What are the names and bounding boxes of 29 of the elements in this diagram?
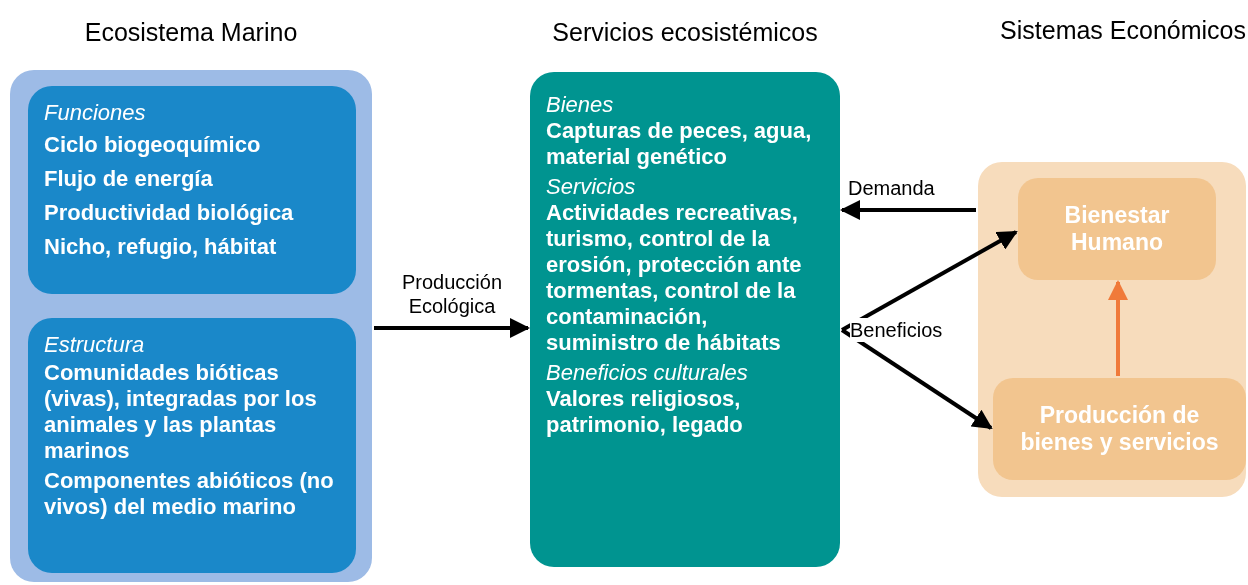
section-heading: Bienes (546, 92, 615, 118)
list-item: Productividad biológica (44, 199, 295, 227)
column-heading: Ecosistema Marino (84, 17, 298, 48)
list-item: Comunidades bióticas (vivas), integradas por los animales y las plantas marinos (44, 360, 318, 464)
arrow (1108, 280, 1128, 376)
section-text: Capturas de peces, agua, material genético (546, 118, 813, 170)
list-item: Flujo de energía (44, 165, 214, 193)
list-item: Nicho, refugio, hábitat (44, 233, 278, 261)
process-box (993, 378, 1246, 480)
process-box (28, 86, 356, 294)
column-heading: Sistemas Económicos (1000, 15, 1246, 46)
node-label: Bienestar Humano (1063, 202, 1171, 256)
section-heading: Servicios (546, 174, 637, 200)
process-box (28, 318, 356, 573)
list-item: Componentes abióticos (no vivos) del medio marino (44, 468, 335, 520)
section-heading: Beneficios culturales (546, 360, 749, 386)
arrow (840, 200, 976, 220)
edge-label: Beneficios (850, 318, 943, 342)
section-heading: Funciones (44, 99, 147, 127)
arrow (841, 230, 1018, 332)
node-label: Producción de bienes y servicios (1019, 402, 1220, 456)
section-text: Valores religiosos, patrimonio, legado (546, 386, 744, 438)
section-text: Actividades recreativas, turismo, control de la erosión, protección ante tormentas, control de la contaminación, suministro de hábitats (546, 200, 803, 356)
arrow (840, 328, 993, 430)
section-heading: Estructura (44, 331, 146, 359)
list-item: Ciclo biogeoquímico (44, 131, 262, 159)
arrow (374, 318, 530, 338)
process-box (1018, 178, 1216, 280)
column-heading: Servicios ecosistémicos (552, 17, 818, 48)
